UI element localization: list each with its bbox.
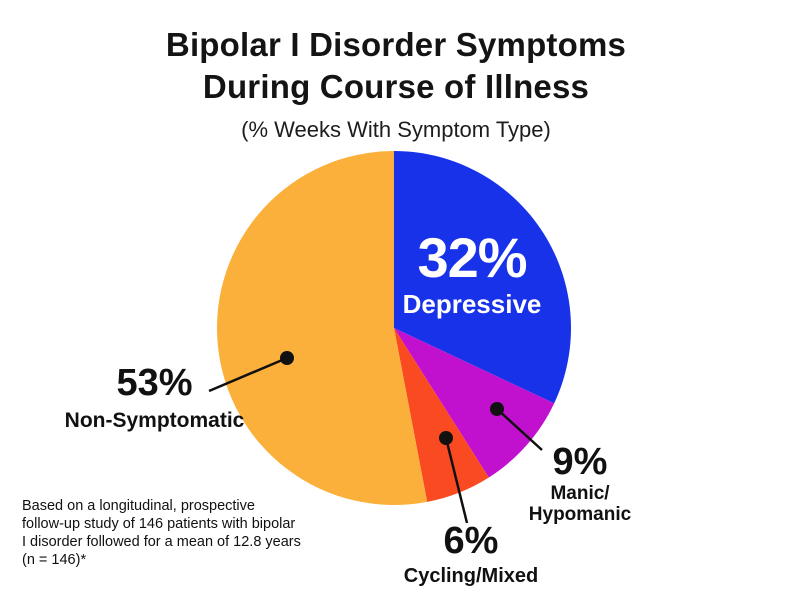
manic-name-label: Manic/ Hypomanic xyxy=(500,483,660,526)
pie-slice-non-symptomatic xyxy=(216,150,428,505)
footnote-line-1: Based on a longitudinal, prospective xyxy=(22,498,255,514)
leader-dot-manic-hypomanic xyxy=(490,402,504,416)
manic-name-line-1: Manic/ xyxy=(550,483,610,504)
leader-lines-group xyxy=(208,351,543,524)
manic-name-line-2: Hypomanic xyxy=(528,503,632,525)
cycling-name-label: Cycling/Mixed xyxy=(403,565,539,587)
pie-slice-cycling-mixed xyxy=(394,328,489,502)
leader-dot-cycling-mixed xyxy=(439,431,453,445)
callout-cycling-mixed: 6% Cycling/Mixed xyxy=(384,522,558,588)
non-symptomatic-name-label: Non-Symptomatic xyxy=(64,409,245,432)
footnote-line-4: (n = 146)* xyxy=(22,552,87,568)
non-symptomatic-percent-label: 53% xyxy=(116,362,193,404)
chart-title-block: Bipolar I Disorder Symptoms During Cours… xyxy=(0,24,792,143)
callout-depressive: 32% Depressive xyxy=(388,230,556,320)
callout-non-symptomatic: 53% Non-Symptomatic xyxy=(52,364,257,433)
pie-slice-manic-hypomanic xyxy=(394,328,555,478)
footnote-line-3: I disorder followed for a mean of 12.8 y… xyxy=(22,534,301,550)
callout-manic-hypomanic: 9% Manic/ Hypomanic xyxy=(500,443,660,526)
chart-title-line-2: During Course of Illness xyxy=(202,68,590,105)
manic-percent-label: 9% xyxy=(552,441,608,483)
depressive-name-label: Depressive xyxy=(402,289,542,319)
chart-title-line-1: Bipolar I Disorder Symptoms xyxy=(165,26,627,63)
leader-line-cycling-mixed xyxy=(444,437,469,524)
leader-dot-non-symptomatic xyxy=(280,351,294,365)
cycling-percent-label: 6% xyxy=(443,520,499,562)
footnote-line-2: follow-up study of 146 patients with bip… xyxy=(22,516,296,532)
depressive-percent-label: 32% xyxy=(417,226,527,289)
footnote: Based on a longitudinal, prospective fol… xyxy=(22,497,342,569)
leader-line-non-symptomatic xyxy=(208,356,288,393)
pie-slices-group xyxy=(216,150,571,505)
leader-line-manic-hypomanic xyxy=(496,408,543,451)
pie-slice-depressive xyxy=(394,151,571,404)
chart-subtitle: (% Weeks With Symptom Type) xyxy=(241,117,551,142)
